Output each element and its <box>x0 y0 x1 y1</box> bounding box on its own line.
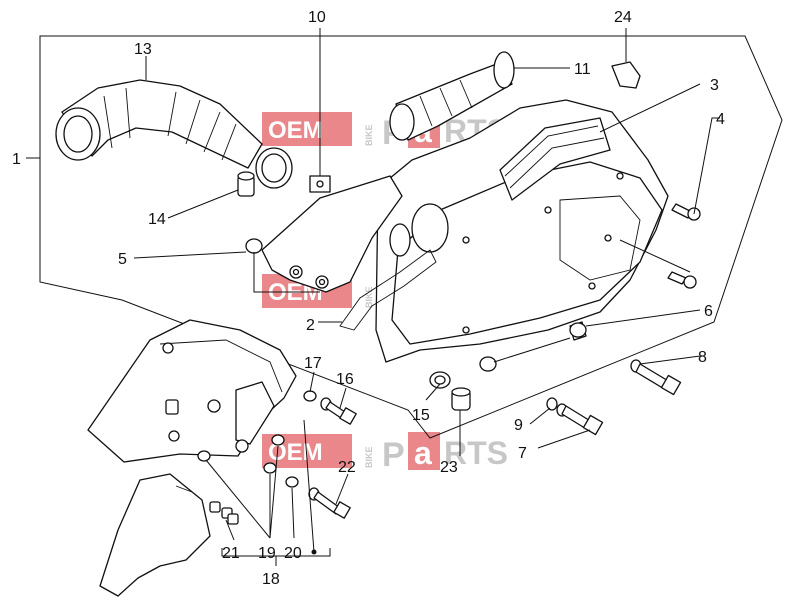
screw-4-lower <box>667 271 697 289</box>
bolt-8 <box>630 359 682 396</box>
sleeve-part-14 <box>237 171 255 197</box>
callout-5: 5 <box>118 251 127 268</box>
callout-6: 6 <box>704 303 713 320</box>
spacer-6b <box>479 356 497 372</box>
hose-clamp <box>255 147 293 189</box>
leader-lines <box>26 28 720 553</box>
callout-2: 2 <box>306 317 315 334</box>
washer-19b <box>263 462 277 474</box>
lower-cover <box>87 319 297 463</box>
washer-19c <box>197 450 211 462</box>
gasket <box>339 249 437 331</box>
svg-text:BIKE: BIKE <box>364 124 374 146</box>
callout-17: 17 <box>304 355 322 372</box>
washer-20 <box>285 476 299 488</box>
svg-text:RTS: RTS <box>444 435 508 471</box>
bolt-7 <box>546 397 604 436</box>
callout-16: 16 <box>336 371 354 388</box>
callout-18: 18 <box>262 571 280 588</box>
callout-11: 11 <box>574 61 591 78</box>
clip-24 <box>611 61 641 89</box>
bushing-5 <box>245 238 263 254</box>
callout-labels: 1 2 3 4 5 6 7 8 9 10 11 13 14 15 16 17 1… <box>12 9 725 588</box>
bolt-22 <box>308 487 351 519</box>
svg-text:P: P <box>382 436 405 474</box>
callout-4: 4 <box>716 111 725 128</box>
svg-text:BIKE: BIKE <box>364 286 374 308</box>
spacer-6 <box>569 321 587 341</box>
snorkel-tube <box>389 51 515 141</box>
support-bracket <box>261 175 403 293</box>
callout-3: 3 <box>710 77 719 94</box>
callout-10: 10 <box>308 9 326 26</box>
assembly-outline <box>39 35 783 439</box>
callout-19: 19 <box>258 545 276 562</box>
callout-15: 15 <box>412 407 430 424</box>
mud-flap <box>99 473 211 597</box>
callout-1: 1 <box>12 151 21 168</box>
callout-13: 13 <box>134 41 152 58</box>
svg-text:OEM: OEM <box>268 117 323 144</box>
callout-24: 24 <box>614 9 632 26</box>
callout-23: 23 <box>440 459 458 476</box>
callout-8: 8 <box>698 349 707 366</box>
air-filter-housing <box>375 99 669 363</box>
callout-14: 14 <box>148 211 166 228</box>
intake-duct <box>55 79 263 169</box>
callout-9: 9 <box>514 417 523 434</box>
callout-20: 20 <box>284 545 302 562</box>
svg-text:a: a <box>414 435 432 471</box>
washer-19a <box>271 434 285 446</box>
clamp-15 <box>429 371 451 389</box>
plug-23 <box>451 387 471 411</box>
watermark-logo: OEM BIKE P a RTS <box>262 432 508 474</box>
callout-22: 22 <box>338 459 356 476</box>
callout-21: 21 <box>222 545 240 562</box>
callout-7: 7 <box>518 445 527 462</box>
screws-21 <box>209 501 239 525</box>
bolt-16 <box>320 397 357 425</box>
svg-text:BIKE: BIKE <box>364 446 374 468</box>
washer-17 <box>303 390 317 402</box>
